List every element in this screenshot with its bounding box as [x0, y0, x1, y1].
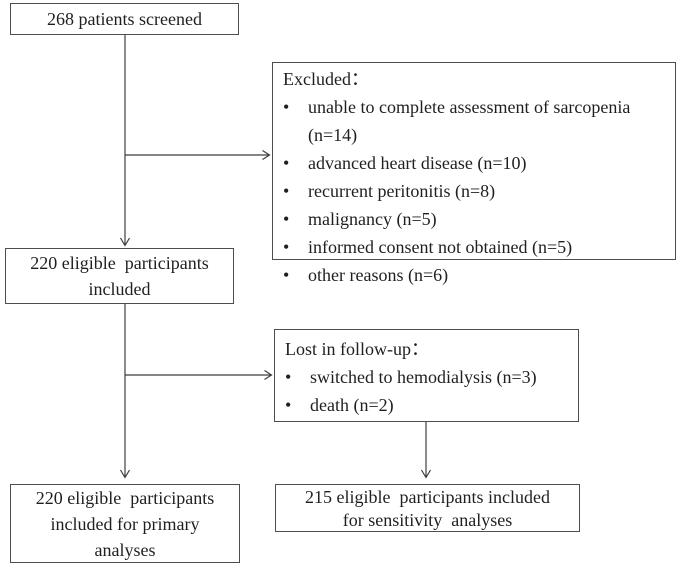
- list-item: • informed consent not obtained (n=5): [283, 233, 671, 261]
- box-text-line: included for primary: [50, 514, 200, 534]
- box-text: 268 patients screened: [47, 9, 202, 29]
- arrow-to-lost: [125, 369, 273, 381]
- list-item: • other reasons (n=6): [283, 261, 671, 289]
- box-lost-follow-up: Lost in follow-up： • switched to hemodia…: [274, 329, 579, 422]
- box-primary-analyses: 220 eligible participants included for p…: [10, 484, 240, 563]
- arrow-to-excluded: [125, 149, 271, 161]
- list-item: • switched to hemodialysis (n=3): [285, 363, 574, 391]
- list-item: • unable to complete assessment of sarco…: [283, 93, 671, 149]
- list-item-text: death (n=2): [310, 395, 394, 415]
- bullet-icon: •: [285, 395, 292, 415]
- bullet-icon: •: [285, 367, 292, 387]
- arrow-eligible-to-primary: [119, 304, 131, 479]
- list-item-text: malignancy (n=5): [308, 209, 437, 229]
- box-text-line: 215 eligible participants included: [305, 487, 550, 507]
- box-text-line: 220 eligible participants: [30, 253, 209, 273]
- box-excluded: Excluded： • unable to complete assessmen…: [272, 62, 676, 285]
- list-item: • death (n=2): [285, 391, 574, 419]
- box-text-line: for sensitivity analyses: [342, 510, 513, 530]
- lost-list: • switched to hemodialysis (n=3) • death…: [285, 363, 574, 419]
- box-text-line: analyses: [94, 540, 156, 560]
- box-patients-screened: 268 patients screened: [10, 3, 239, 35]
- bullet-icon: •: [283, 265, 290, 285]
- box-sensitivity-analyses: 215 eligible participants included for s…: [275, 484, 580, 532]
- list-item: • malignancy (n=5): [283, 205, 671, 233]
- arrow-lost-to-sensitivity: [420, 422, 432, 479]
- list-item-text: other reasons (n=6): [308, 265, 449, 285]
- excluded-title: Excluded：: [283, 69, 369, 89]
- list-item-text: switched to hemodialysis (n=3): [310, 367, 537, 387]
- bullet-icon: •: [283, 181, 290, 201]
- bullet-icon: •: [283, 237, 290, 257]
- list-item-text: informed consent not obtained (n=5): [308, 237, 573, 257]
- list-item-text: recurrent peritonitis (n=8): [308, 181, 496, 201]
- bullet-icon: •: [283, 153, 290, 173]
- list-item-text: unable to complete assessment of sarcope…: [308, 97, 631, 145]
- bullet-icon: •: [283, 209, 290, 229]
- excluded-list: • unable to complete assessment of sarco…: [283, 93, 671, 289]
- lost-title: Lost in follow-up：: [285, 339, 429, 359]
- list-item-text: advanced heart disease (n=10): [308, 153, 527, 173]
- arrow-screened-to-eligible: [119, 35, 131, 247]
- bullet-icon: •: [283, 97, 290, 117]
- list-item: • recurrent peritonitis (n=8): [283, 177, 671, 205]
- box-text-line: 220 eligible participants: [35, 488, 215, 508]
- box-text-line: included: [88, 279, 151, 299]
- box-eligible-included: 220 eligible participants included: [5, 248, 234, 304]
- list-item: • advanced heart disease (n=10): [283, 149, 671, 177]
